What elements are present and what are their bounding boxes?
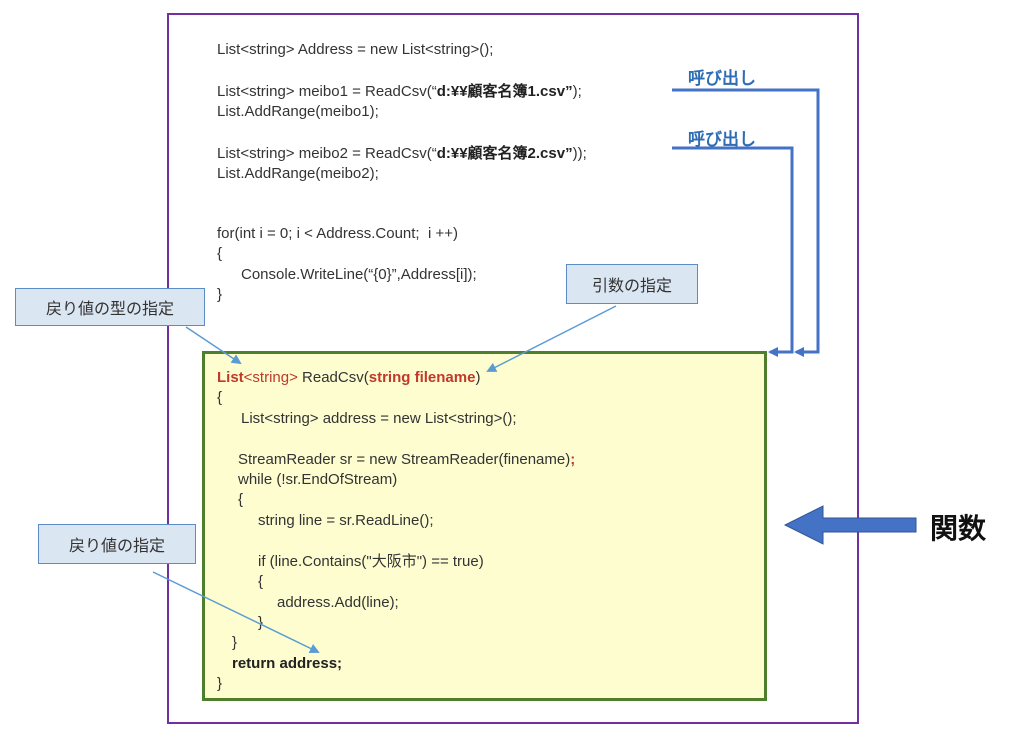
argument-label: 引数の指定 — [566, 264, 698, 304]
function-box — [202, 351, 767, 701]
code-line: } — [232, 634, 238, 651]
argument-pointer — [486, 305, 617, 372]
return-value-pointer — [152, 571, 320, 654]
code-line: List<string> address = new List<string>(… — [241, 410, 517, 427]
code-line: StreamReader sr = new StreamReader(finen… — [238, 451, 576, 468]
call-arrow-2 — [672, 146, 794, 357]
code-line-call-1: List<string> meibo1 = ReadCsv(“d:¥¥顧客名簿1… — [217, 83, 582, 100]
code-line: { — [217, 389, 223, 406]
code-line: { — [238, 491, 244, 508]
call-label-1: 呼び出し — [688, 69, 756, 88]
code-line: string line = sr.ReadLine(); — [258, 512, 434, 529]
function-label: 関数 — [930, 513, 987, 544]
code-line: List.AddRange(meibo2); — [217, 165, 379, 182]
function-arrow — [783, 505, 917, 545]
code-line: if (line.Contains("大阪市") == true) — [258, 553, 484, 570]
call-arrow-1 — [672, 88, 820, 357]
return-type-pointer — [185, 326, 242, 365]
code-line: address.Add(line); — [277, 594, 399, 611]
code-line: { — [217, 245, 223, 262]
return-type-label: 戻り値の型の指定 — [15, 288, 205, 326]
code-line: List.AddRange(meibo1); — [217, 103, 379, 120]
function-signature: List<string> ReadCsv(string filename) — [217, 369, 481, 386]
code-line: Console.WriteLine(“{0}”,Address[i]); — [241, 266, 477, 283]
program-frame — [167, 13, 859, 724]
code-line: { — [258, 573, 264, 590]
code-line: } — [217, 286, 223, 303]
code-line: while (!sr.EndOfStream) — [238, 471, 398, 488]
call-label-2: 呼び出し — [688, 130, 756, 149]
code-line: } — [258, 614, 264, 631]
return-statement: return address; — [232, 655, 343, 672]
return-value-label: 戻り値の指定 — [38, 524, 196, 564]
code-line: } — [217, 675, 223, 692]
code-line: for(int i = 0; i < Address.Count; i ++) — [217, 225, 458, 242]
code-line: List<string> Address = new List<string>(… — [217, 41, 494, 58]
code-line-call-2: List<string> meibo2 = ReadCsv(“d:¥¥顧客名簿2… — [217, 145, 587, 162]
